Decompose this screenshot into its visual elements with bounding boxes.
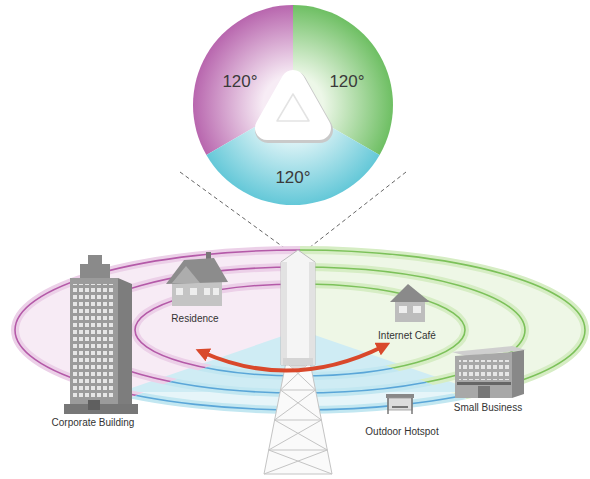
sector-fill <box>206 105 379 205</box>
rotation-arrow <box>202 346 384 371</box>
site-label: Internet Café <box>378 330 436 341</box>
angle-label: 120° <box>329 72 364 92</box>
residence-house <box>166 252 228 306</box>
small-business-building <box>452 346 526 398</box>
cafe-house <box>390 284 430 322</box>
bus-shelter <box>386 394 414 414</box>
sector-node: 120° <box>206 105 380 205</box>
angle-label: 120° <box>222 72 257 92</box>
site-label: Small Business <box>454 402 522 413</box>
sector-shape <box>206 105 380 205</box>
lattice-tower <box>264 362 332 474</box>
angle-label: 120° <box>275 168 310 188</box>
site-label: Corporate Building <box>52 417 135 428</box>
corporate-building <box>64 255 138 414</box>
site-label: Residence <box>171 313 218 324</box>
site-label: Outdoor Hotspot <box>365 426 438 437</box>
sector-antenna <box>281 250 315 368</box>
